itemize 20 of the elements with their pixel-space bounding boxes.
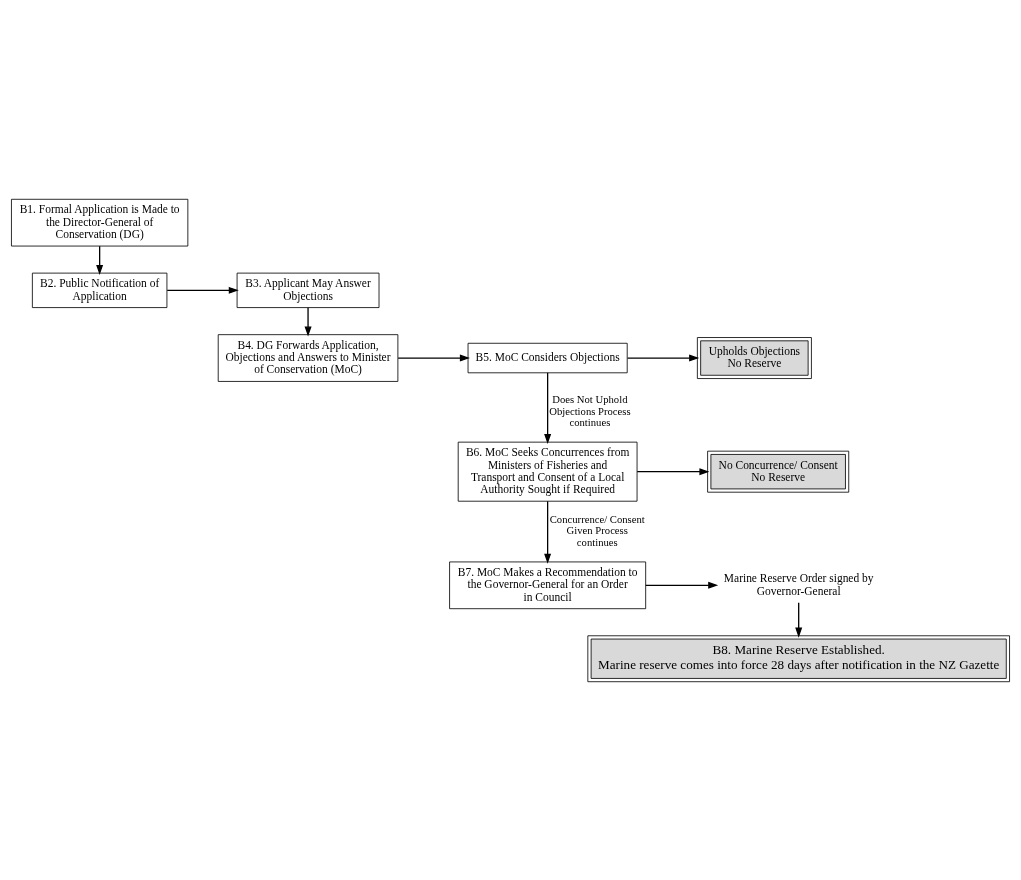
edge-label: Does Not Uphold Objections Process continues	[549, 393, 631, 428]
arrow	[645, 581, 719, 589]
node-box: B4. DG Forwards Application, Objections and Answers to Minister of Conservation (MoC)	[217, 333, 399, 382]
arrow	[544, 371, 552, 444]
node-box: B5. MoC Considers Objections	[467, 342, 628, 373]
arrow	[626, 354, 700, 362]
arrow	[795, 601, 803, 638]
arrow	[96, 245, 104, 275]
node-text: Marine Reserve Order signed by Governor-General	[723, 571, 874, 596]
arrow	[166, 286, 239, 294]
arrow	[636, 467, 710, 475]
arrow	[397, 354, 470, 362]
node-box: B7. MoC Makes a Recommendation to the Governor-General for an Order in Council	[449, 561, 647, 609]
arrow	[544, 500, 552, 564]
arrow	[304, 306, 312, 337]
node-box: B6. MoC Seeks Concurrences from Ministers of Fisheries and Transport and Consent of a Local Authority Sought if Required	[457, 441, 638, 502]
node-box: B2. Public Notification of Application	[31, 272, 168, 308]
node-box: B3. Applicant May Answer Objections	[236, 272, 380, 308]
node-box: B1. Formal Application is Made to the Director-General of Conservation (DG)	[11, 198, 189, 246]
edge-label: Concurrence/ Consent Given Process continues	[549, 513, 645, 548]
